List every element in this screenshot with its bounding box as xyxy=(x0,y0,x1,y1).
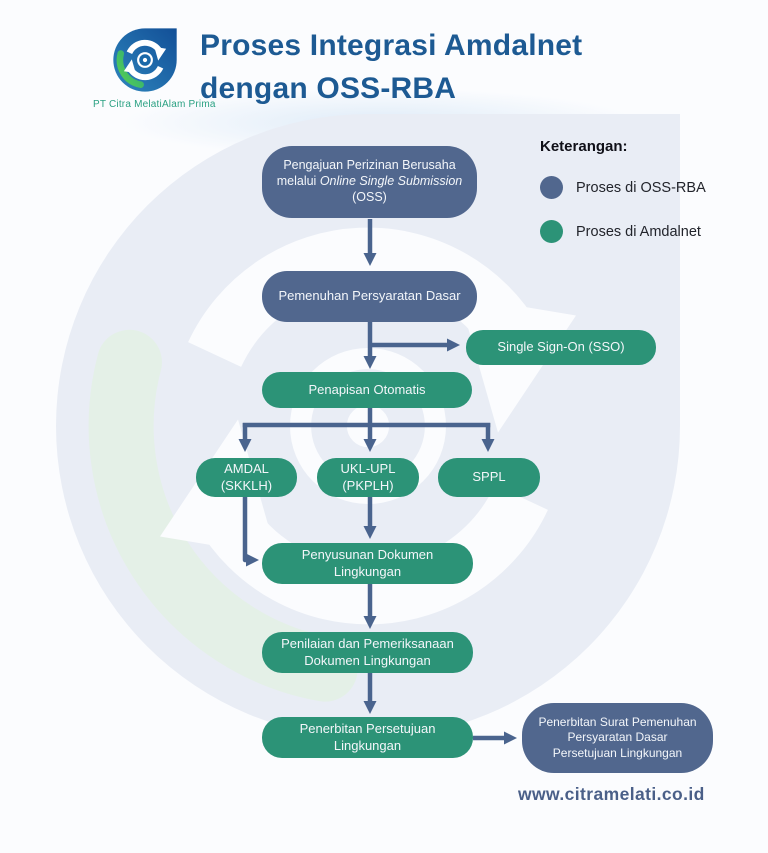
flow-box-penapisan-otomatis: Penapisan Otomatis xyxy=(262,372,472,408)
legend: Keterangan: Proses di OSS-RBA Proses di … xyxy=(540,138,730,243)
flow-box-pemenuhan-persyaratan: Pemenuhan Persyaratan Dasar xyxy=(262,271,477,322)
italic-oss-phrase: Online Single Submission xyxy=(319,174,463,189)
company-logo: PT Citra MelatiAlam Prima xyxy=(93,27,216,110)
flow-box-penilaian-pemeriksanaan: Penilaian dan Pemeriksanaan Dokumen Ling… xyxy=(262,632,473,673)
flow-box-label: SPPL xyxy=(472,469,506,485)
legend-dot-teal xyxy=(540,220,563,243)
company-name: PT Citra MelatiAlam Prima xyxy=(93,99,216,110)
legend-label: Proses di Amdalnet xyxy=(576,223,701,240)
flow-box-label: Penerbitan Surat Pemenuhan Persyaratan D… xyxy=(538,715,697,760)
flow-box-label: Penyusunan Dokumen Lingkungan xyxy=(301,547,434,579)
flow-box-penyusunan-dokumen: Penyusunan Dokumen Lingkungan xyxy=(262,543,473,584)
flow-box-amdal-skklh: AMDAL (SKKLH) xyxy=(196,458,297,497)
flow-box-single-sign-on: Single Sign-On (SSO) xyxy=(466,330,656,365)
legend-title: Keterangan: xyxy=(540,138,628,155)
flow-box-label: Pemenuhan Persyaratan Dasar xyxy=(278,288,461,304)
flow-box-label: AMDAL (SKKLH) xyxy=(220,461,273,493)
company-logo-icon xyxy=(113,28,177,92)
legend-item-amdalnet: Proses di Amdalnet xyxy=(540,220,730,243)
flow-box-penerbitan-persetujuan: Penerbitan Persetujuan Lingkungan xyxy=(262,717,473,758)
flow-box-penerbitan-surat-pemenuhan: Penerbitan Surat Pemenuhan Persyaratan D… xyxy=(522,703,713,773)
page-title: Proses Integrasi Amdalnet dengan OSS-RBA xyxy=(200,29,583,105)
legend-item-oss: Proses di OSS-RBA xyxy=(540,176,730,199)
flow-box-ukl-upl-pkplh: UKL-UPL (PKPLH) xyxy=(317,458,419,497)
website-url: www.citramelati.co.id xyxy=(518,784,705,804)
legend-dot-blue xyxy=(540,176,563,199)
flow-box-sppl: SPPL xyxy=(438,458,540,497)
flow-box-label: Penapisan Otomatis xyxy=(308,381,426,397)
legend-label: Proses di OSS-RBA xyxy=(576,179,706,196)
flow-box-label: UKL-UPL (PKPLH) xyxy=(340,461,396,493)
flow-box-label: Single Sign-On (SSO) xyxy=(497,339,625,355)
flow-box-label: Penilaian dan Pemeriksanaan Dokumen Ling… xyxy=(281,636,454,668)
flow-box-label: Penerbitan Persetujuan Lingkungan xyxy=(299,721,436,753)
